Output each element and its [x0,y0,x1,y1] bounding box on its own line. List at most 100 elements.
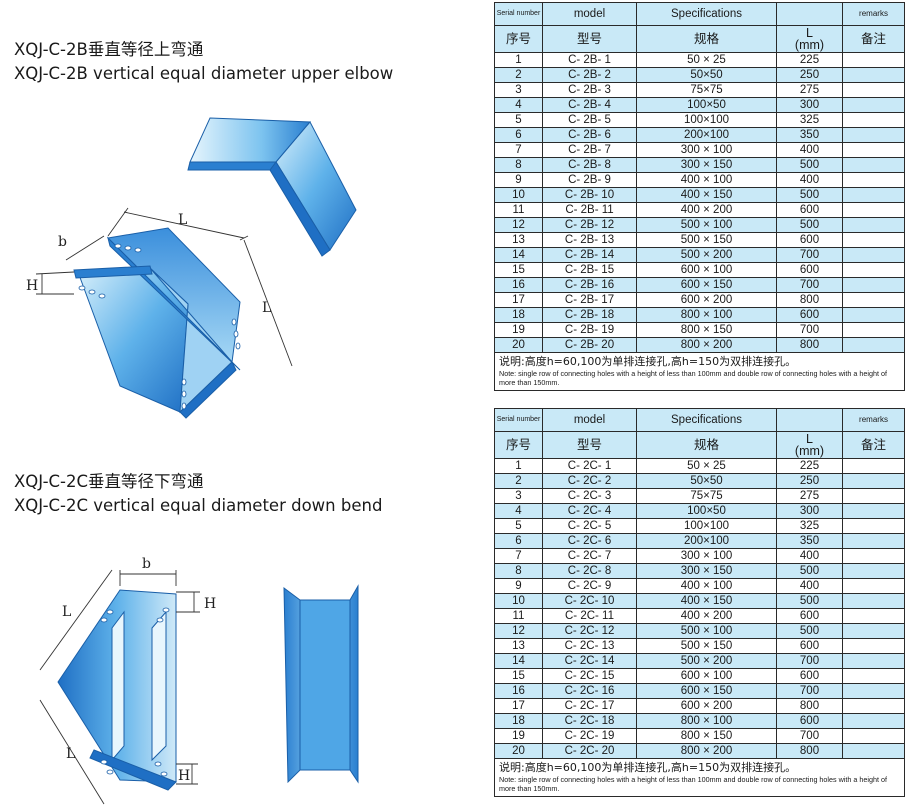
bend-dim-label-l-bottom: L [66,746,75,762]
cell-spec: 500 × 100 [636,217,777,233]
elbow-body [73,227,241,419]
cell-remarks [842,157,905,173]
cell-spec: 100×50 [636,503,777,519]
cell-model: C- 2C- 11 [542,608,637,624]
cell-serial: 17 [494,698,543,714]
cell-remarks [842,593,905,609]
cell-serial: 20 [494,743,543,759]
cell-model: C- 2C- 9 [542,578,637,594]
hdr-spec-en: Specifications [636,2,777,26]
cell-spec: 50 × 25 [636,458,777,474]
cell-remarks [842,172,905,188]
cell-length: 800 [776,698,843,714]
cell-length: 700 [776,653,843,669]
cell-remarks [842,217,905,233]
cell-remarks [842,127,905,143]
cell-length: 250 [776,473,843,489]
cell-spec: 200×100 [636,127,777,143]
cell-serial: 18 [494,307,543,323]
cell-serial: 19 [494,322,543,338]
cell-serial: 20 [494,337,543,353]
cell-length: 300 [776,97,843,113]
cell-serial: 14 [494,653,543,669]
dim-label-b: b [58,234,67,250]
table-c-note-zh: 说明:高度h=60,100为单排连接孔,高h=150为双排连接孔。 [499,761,797,774]
cell-remarks [842,653,905,669]
cell-spec: 600 × 200 [636,292,777,308]
cell-serial: 6 [494,533,543,549]
cell-spec: 800 × 200 [636,743,777,759]
cell-remarks [842,713,905,729]
cell-remarks [842,668,905,684]
cell-model: C- 2C- 15 [542,668,637,684]
cell-serial: 2 [494,473,543,489]
table-b-note-en: Note: single row of connecting holes wit… [499,369,887,387]
cell-serial: 18 [494,713,543,729]
cell-spec: 800 × 150 [636,322,777,338]
hdr-model-en: model [542,408,637,432]
cell-remarks [842,518,905,534]
down-bend-drawing: b L L H H [39,556,359,805]
section-b-title-en: XQJ-C-2B vertical equal diameter upper e… [14,64,394,83]
cell-length: 800 [776,292,843,308]
cell-remarks [842,548,905,564]
cell-model: C- 2B- 5 [542,112,637,128]
bend-cover-piece [283,584,359,784]
cell-remarks [842,488,905,504]
cell-model: C- 2B- 4 [542,97,637,113]
hdr-spec-en: Specifications [636,408,777,432]
bend-body [57,589,177,791]
section-c-title-en: XQJ-C-2C vertical equal diameter down be… [14,496,383,515]
cell-spec: 800 × 100 [636,713,777,729]
hdr-model-zh: 型号 [542,431,637,459]
cell-model: C- 2B- 13 [542,232,637,248]
cell-serial: 12 [494,217,543,233]
cell-spec: 500 × 150 [636,638,777,654]
cell-length: 600 [776,638,843,654]
cell-remarks [842,322,905,338]
cell-spec: 50 × 25 [636,52,777,68]
cell-model: C- 2C- 6 [542,533,637,549]
cell-model: C- 2C- 5 [542,518,637,534]
hdr-spec-zh: 规格 [636,431,777,459]
cell-model: C- 2C- 20 [542,743,637,759]
cell-remarks [842,578,905,594]
hdr-l-label: L [806,432,813,446]
cell-model: C- 2B- 9 [542,172,637,188]
cell-serial: 4 [494,503,543,519]
cell-serial: 19 [494,728,543,744]
hdr-serial-en: Serial number [494,408,543,432]
cell-model: C- 2B- 19 [542,322,637,338]
cell-serial: 3 [494,488,543,504]
cell-model: C- 2C- 16 [542,683,637,699]
cell-model: C- 2B- 11 [542,202,637,218]
cell-model: C- 2C- 12 [542,623,637,639]
cell-length: 600 [776,668,843,684]
cell-serial: 4 [494,97,543,113]
table-b-note-zh: 说明:高度h=60,100为单排连接孔,高h=150为双排连接孔。 [499,355,797,368]
cell-spec: 50×50 [636,473,777,489]
elbow-cover-piece [187,117,357,257]
cell-serial: 16 [494,277,543,293]
cell-serial: 13 [494,232,543,248]
cell-serial: 10 [494,187,543,203]
cell-serial: 14 [494,247,543,263]
hdr-serial-zh: 序号 [494,431,543,459]
hdr-serial-zh: 序号 [494,25,543,53]
cell-spec: 500 × 150 [636,232,777,248]
upper-elbow-drawing: L L b H [26,117,357,419]
